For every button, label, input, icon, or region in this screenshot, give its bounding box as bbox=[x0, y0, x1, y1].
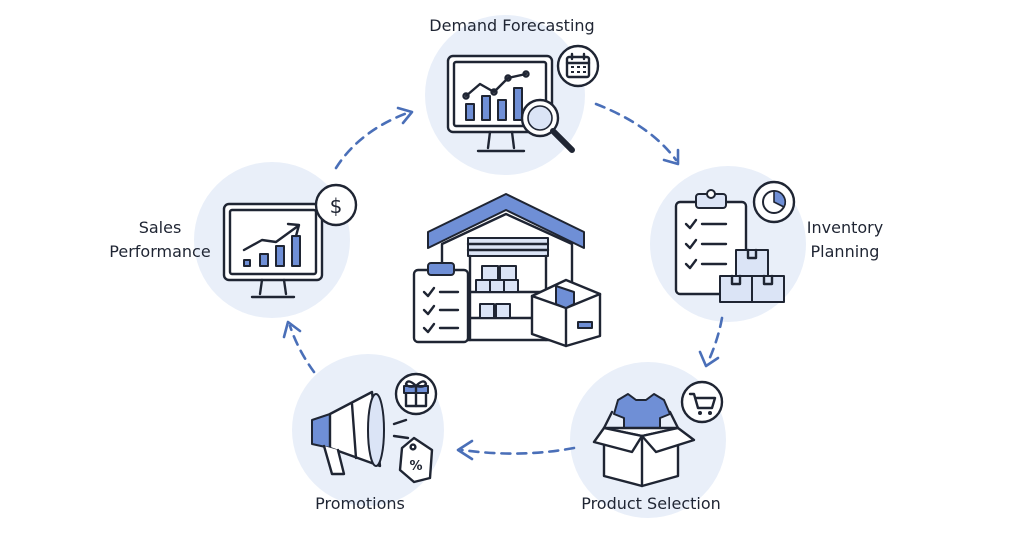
dollar-symbol: $ bbox=[330, 194, 343, 218]
warehouse-box-icon bbox=[530, 278, 602, 348]
inventory-planning-label: Inventory Planning bbox=[790, 216, 900, 264]
sales-performance-label: Sales Performance bbox=[98, 216, 222, 264]
product-selection-icon bbox=[592, 393, 696, 488]
gift-icon bbox=[394, 372, 438, 416]
arrow-sales-to-demand bbox=[334, 106, 414, 170]
arrow-product-to-promotions bbox=[456, 439, 576, 461]
dollar-badge-icon: $ bbox=[314, 183, 358, 227]
sales-performance-icon bbox=[222, 202, 324, 299]
arrow-inventory-to-product bbox=[698, 316, 724, 368]
demand-forecasting-label: Demand Forecasting bbox=[429, 16, 595, 35]
sales-performance-label-line2: Performance bbox=[109, 242, 211, 261]
inventory-planning-icon bbox=[674, 189, 785, 303]
arrow-demand-to-inventory bbox=[594, 102, 680, 166]
calendar-icon bbox=[556, 44, 600, 88]
shopping-cart-icon bbox=[680, 380, 724, 424]
promotions-label: Promotions bbox=[315, 494, 405, 513]
inventory-planning-label-line2: Planning bbox=[810, 242, 880, 261]
inventory-planning-label-line1: Inventory bbox=[806, 218, 884, 237]
product-selection-label: Product Selection bbox=[581, 494, 721, 513]
sales-performance-label-line1: Sales bbox=[138, 218, 182, 237]
megaphone-icon bbox=[311, 390, 410, 476]
price-tag-icon: % bbox=[398, 436, 434, 484]
tag-percent-symbol: % bbox=[409, 459, 422, 474]
magnifier-icon bbox=[520, 98, 575, 153]
pie-chart-icon bbox=[752, 180, 796, 224]
arrow-promotions-to-sales bbox=[282, 320, 316, 374]
warehouse-clipboard-icon bbox=[412, 262, 470, 344]
